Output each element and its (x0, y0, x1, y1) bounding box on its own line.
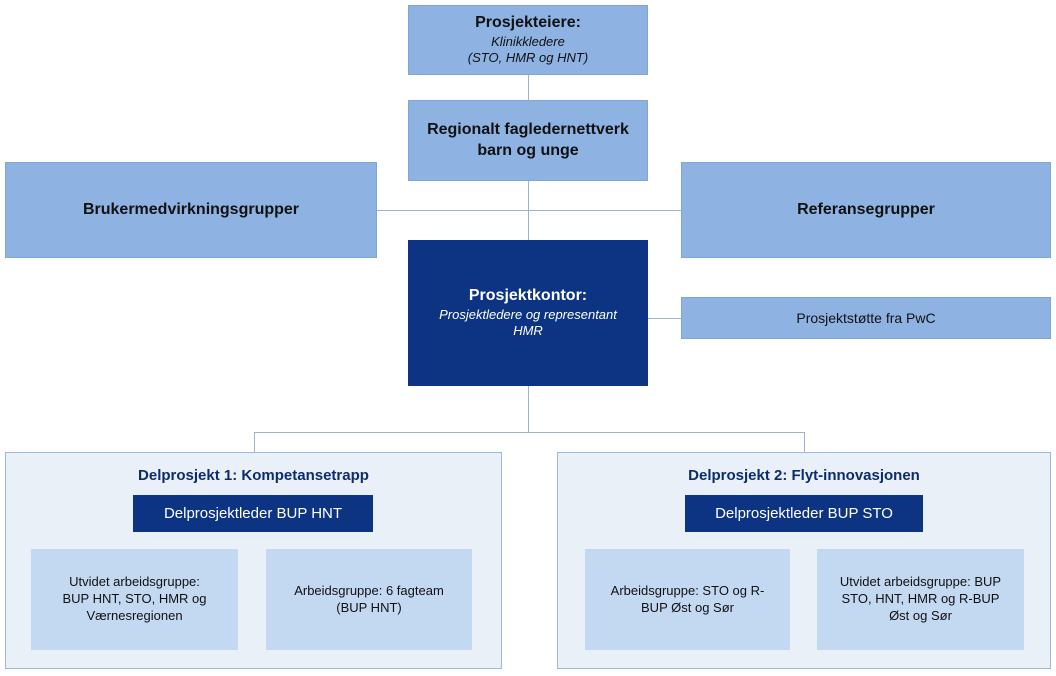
subproject-1-panel: Delprosjekt 1: Kompetansetrapp Delprosje… (5, 452, 502, 669)
subproject-1-group-2: Arbeidsgruppe: 6 fagteam (BUP HNT) (266, 549, 472, 650)
subproject-2-group-2: Utvidet arbeidsgruppe: BUP STO, HNT, HMR… (817, 549, 1024, 650)
subproject-1-group-1-line2: BUP HNT, STO, HMR og (62, 591, 207, 607)
connector-to-sub2 (804, 432, 805, 452)
project-owners-line1: Klinikkledere (491, 33, 565, 49)
subproject-2-group-2-line1: Utvidet arbeidsgruppe: BUP (839, 574, 1002, 590)
project-support-label: Prosjektstøtte fra PwC (796, 309, 936, 326)
user-involvement-groups-box: Brukermedvirkningsgrupper (5, 162, 377, 258)
subproject-2-leader: Delprosjektleder BUP STO (685, 495, 923, 532)
connector-office-down (528, 386, 529, 433)
project-support-box: Prosjektstøtte fra PwC (681, 297, 1051, 339)
subproject-2-group-1-line2: BUP Øst og Sør (641, 599, 734, 615)
subproject-1-group-1-line1: Utvidet arbeidsgruppe: (69, 574, 200, 590)
connector-network-office (528, 181, 529, 241)
connector-owners-network (528, 74, 529, 100)
connector-horizontal-bottom (254, 432, 804, 433)
reference-groups-label: Referansegrupper (797, 200, 935, 218)
subproject-2-panel: Delprosjekt 2: Flyt-innovasjonen Delpros… (557, 452, 1051, 669)
connector-user-reference (376, 210, 682, 211)
subproject-2-group-2-line3: Øst og Sør (889, 607, 952, 623)
project-owners-title: Prosjekteiere: (475, 13, 581, 31)
subproject-2-group-1: Arbeidsgruppe: STO og R- BUP Øst og Sør (585, 549, 790, 650)
subproject-2-group-2-line2: STO, HNT, HMR og R-BUP (841, 591, 1000, 607)
project-office-line2: HMR (513, 323, 543, 339)
project-owners-box: Prosjekteiere: Klinikkledere (STO, HMR o… (408, 5, 648, 75)
project-office-title: Prosjektkontor: (468, 286, 588, 304)
project-owners-line2: (STO, HMR og HNT) (467, 50, 589, 66)
user-involvement-groups-label: Brukermedvirkningsgrupper (82, 200, 300, 218)
subproject-1-group-2-line1: Arbeidsgruppe: 6 fagteam (294, 582, 444, 598)
subproject-1-group-2-line2: (BUP HNT) (336, 599, 402, 615)
subproject-1-leader: Delprosjektleder BUP HNT (133, 495, 373, 532)
subproject-2-group-1-line1: Arbeidsgruppe: STO og R- (610, 582, 765, 598)
project-office-box: Prosjektkontor: Prosjektledere og repres… (408, 240, 648, 386)
connector-office-support (648, 318, 682, 319)
subproject-1-group-1: Utvidet arbeidsgruppe: BUP HNT, STO, HMR… (31, 549, 238, 650)
reference-groups-box: Referansegrupper (681, 162, 1051, 258)
project-office-line1: Prosjektledere og representant (439, 306, 617, 322)
connector-to-sub1 (254, 432, 255, 452)
regional-network-line1: Regionalt fagledernettverk (427, 120, 629, 138)
regional-network-box: Regionalt fagledernettverk barn og unge (408, 100, 648, 181)
regional-network-line2: barn og unge (477, 141, 579, 159)
subproject-1-group-1-line3: Værnesregionen (86, 607, 183, 623)
subproject-2-title: Delprosjekt 2: Flyt-innovasjonen (688, 467, 920, 484)
subproject-1-title: Delprosjekt 1: Kompetansetrapp (138, 467, 369, 484)
